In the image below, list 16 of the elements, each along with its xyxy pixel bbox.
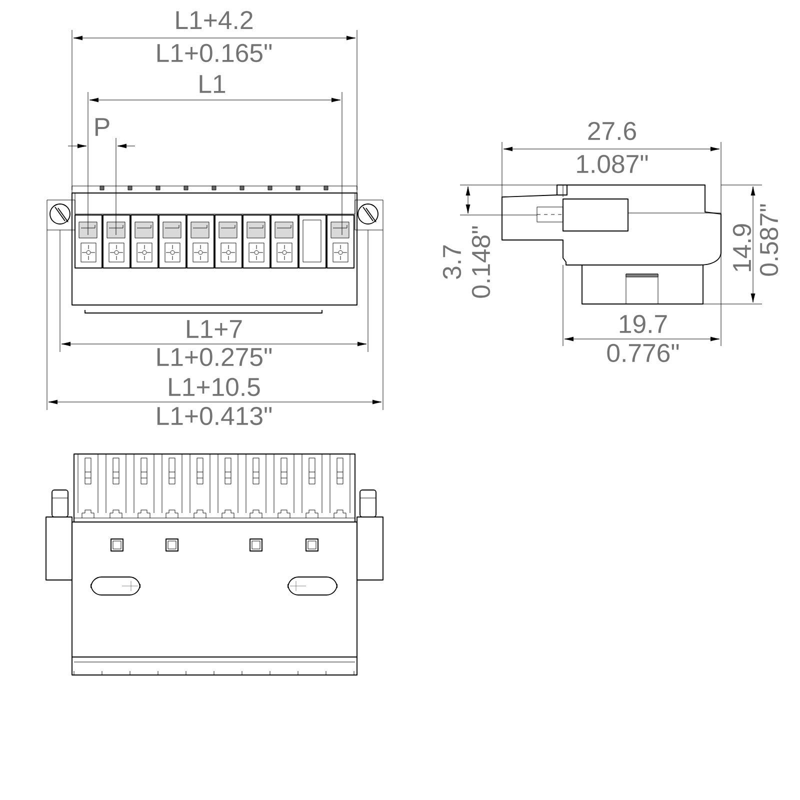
dimension-label: L1+7 — [187, 320, 242, 338]
dimension-label: L1+0.165" — [157, 44, 272, 62]
dimension-label: 27.6 — [588, 122, 636, 140]
dimension-label: 14.9 — [732, 224, 752, 272]
dimension-label: 0.587" — [760, 204, 778, 276]
dimension-label: 0.148" — [472, 226, 490, 298]
dimension-label: 1.087" — [577, 154, 648, 174]
dimension-label: P — [96, 118, 110, 136]
dimension-label: L1+0.413" — [157, 406, 272, 426]
dimension-label: 0.776" — [607, 344, 679, 362]
dimension-label: 19.7 — [620, 314, 667, 334]
dimension-label: L1+4.2 — [176, 11, 252, 29]
dimension-label: 3.7 — [442, 245, 462, 279]
dimension-label: L1+10.5 — [169, 378, 260, 396]
dimension-label: L1 — [200, 75, 226, 93]
dimension-label: L1+0.275" — [157, 348, 272, 366]
